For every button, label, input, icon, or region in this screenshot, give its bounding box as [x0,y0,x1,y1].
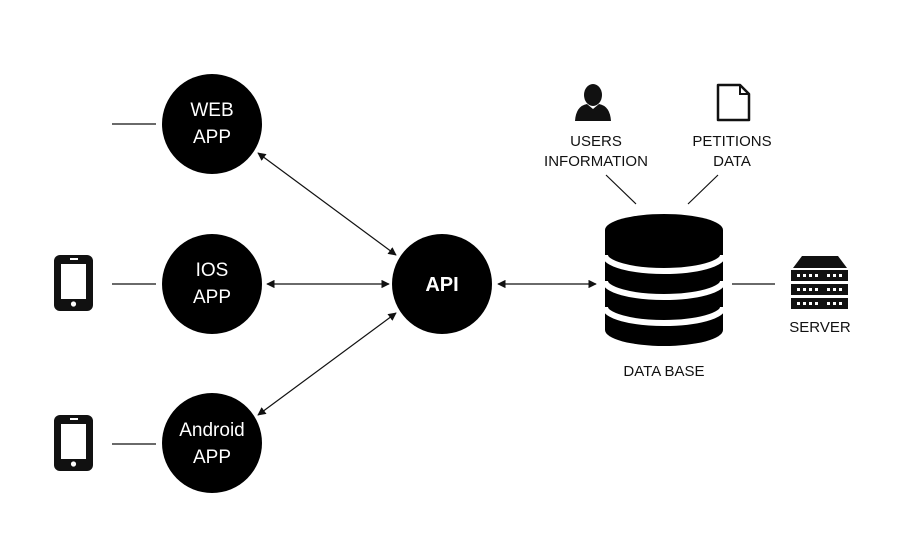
api-node: API [392,234,492,334]
web-app-node: WEB APP [162,74,262,174]
android-app-label-line1: Android [179,420,245,441]
ios-app-label-line2: APP [193,287,231,308]
ios-app-label-line1: IOS [196,260,229,281]
android-app-label-line2: APP [193,447,231,468]
database-icon [602,214,726,346]
android-app-node: Android APP [162,393,262,493]
web-app-label-line2: APP [193,127,231,148]
petitions-database-line [687,174,719,205]
ios-app-node: IOS APP [162,234,262,334]
web-app-label-line1: WEB [190,100,233,121]
server-icon [791,256,848,309]
document-icon [716,83,751,122]
users-information-label-line1: USERS [570,133,622,150]
petitions-data-label-line2: DATA [713,153,751,170]
android-api-arrow [257,312,397,416]
web-api-arrow [257,152,397,256]
database-label: DATA BASE [623,363,704,380]
petitions-data-label-line1: PETITIONS [692,133,771,150]
users-database-line [605,174,637,205]
user-icon [575,84,611,121]
phone-icon [54,255,93,311]
server-label: SERVER [789,319,851,336]
api-label: API [425,274,458,296]
users-information-label-line2: INFORMATION [544,153,648,170]
phone-icon [54,415,93,471]
